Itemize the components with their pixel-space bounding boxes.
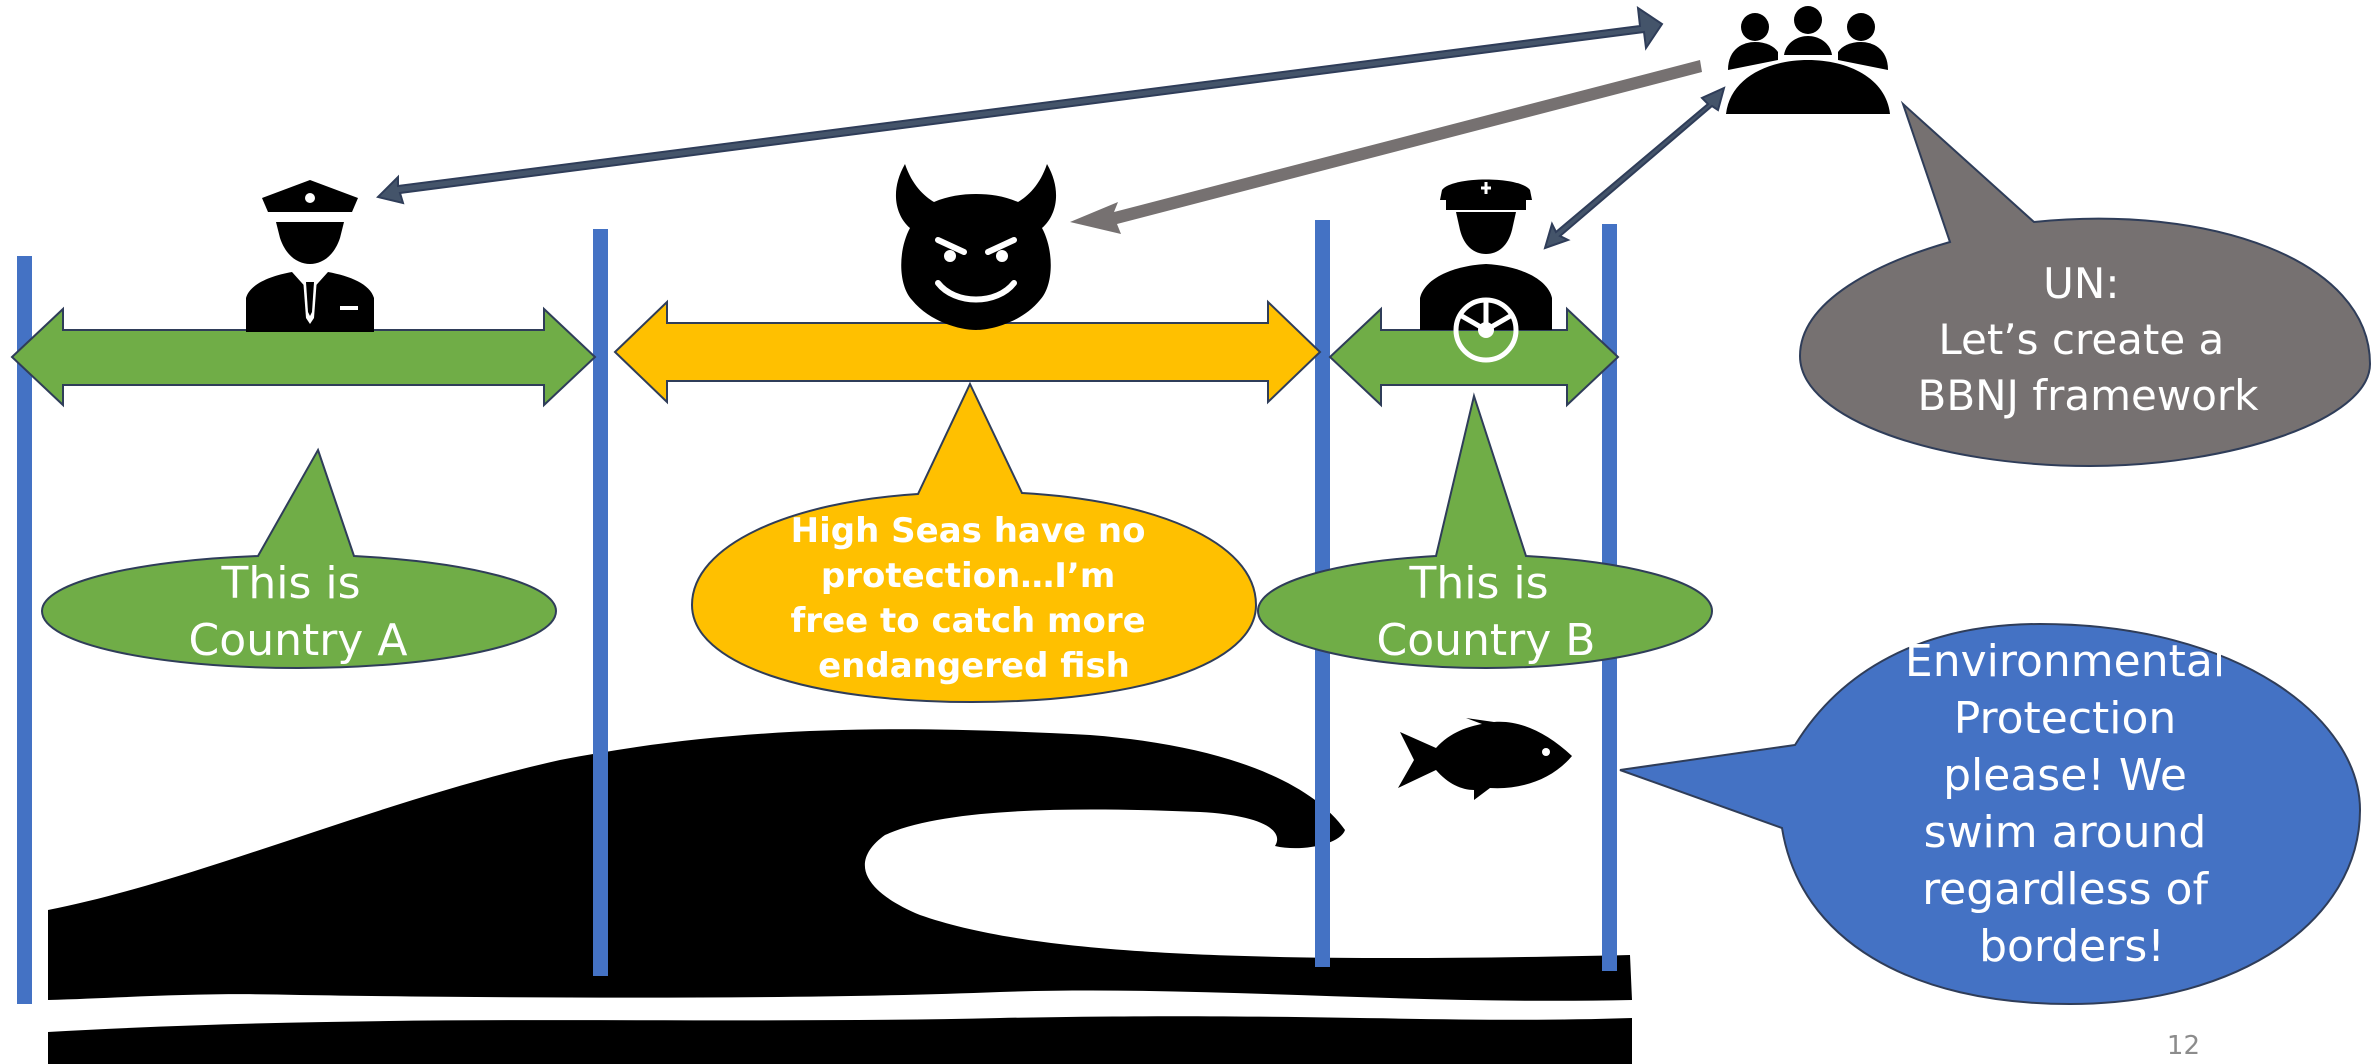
svg-text:High Seas have no protec: High Seas have no protection…I’m free to… xyxy=(791,511,1158,686)
un-to-country-a-arrow xyxy=(376,5,1664,205)
high-seas-extent-arrow xyxy=(613,299,1322,405)
pirate-speech-bubble: High Seas have no protection…I’m free to… xyxy=(690,381,1258,704)
un-speech-bubble: UN: Let’s create a BBNJ framework xyxy=(1798,100,2372,468)
svg-text:UN: Let’s create a: UN: Let’s create a BBNJ framework xyxy=(1918,259,2260,420)
pirate-bubble-line: endangered fish xyxy=(818,646,1130,686)
fish-bubble-line: swim around xyxy=(1924,807,2207,858)
country-b-bubble-line: This is xyxy=(1408,558,1548,609)
un-country-b-arrow xyxy=(1543,86,1726,250)
country-b-bubble-line: Country B xyxy=(1377,615,1596,666)
country-b-speech-bubble: This is Country B xyxy=(1256,392,1714,670)
un-bubble-line: UN: xyxy=(2043,259,2119,308)
devil-face-icon xyxy=(895,164,1057,330)
page-number: 12 xyxy=(2167,1031,2200,1061)
fish-icon xyxy=(1398,718,1572,800)
border-line xyxy=(593,229,608,976)
ocean-wave-icon xyxy=(48,729,1632,1064)
pilot-officer-icon xyxy=(246,180,374,332)
country-a-bubble-line: Country A xyxy=(189,615,408,666)
un-bubble-line: BBNJ framework xyxy=(1918,371,2260,420)
fish-bubble-line: please! We xyxy=(1943,750,2187,801)
pirate-bubble-line: free to catch more xyxy=(791,601,1146,641)
un-to-pirate-arrow xyxy=(1070,60,1702,234)
fish-bubble-line: Protection xyxy=(1954,693,2177,744)
pirate-bubble-line: High Seas have no xyxy=(791,511,1146,551)
svg-text:This is Country A: This is Country A xyxy=(189,558,408,666)
people-meeting-icon xyxy=(1726,6,1890,114)
fish-bubble-line: borders! xyxy=(1979,921,2165,972)
pirate-bubble-line: protection…I’m xyxy=(821,556,1115,596)
fish-speech-bubble: Environmental Protection please! We swim… xyxy=(1619,622,2362,1006)
fish-bubble-line: regardless of xyxy=(1922,864,2209,915)
svg-text:This is Country B: This is Country B xyxy=(1377,558,1596,666)
fish-bubble-line: Environmental xyxy=(1905,636,2225,687)
country-a-bubble-line: This is xyxy=(220,558,360,609)
country-a-extent-arrow xyxy=(10,306,597,408)
ship-captain-icon xyxy=(1420,179,1552,363)
un-bubble-line: Let’s create a xyxy=(1938,315,2224,364)
svg-text:Environmental Protection: Environmental Protection please! We swim… xyxy=(1905,636,2239,972)
border-line xyxy=(17,256,32,1004)
country-a-speech-bubble: This is Country A xyxy=(40,447,558,670)
